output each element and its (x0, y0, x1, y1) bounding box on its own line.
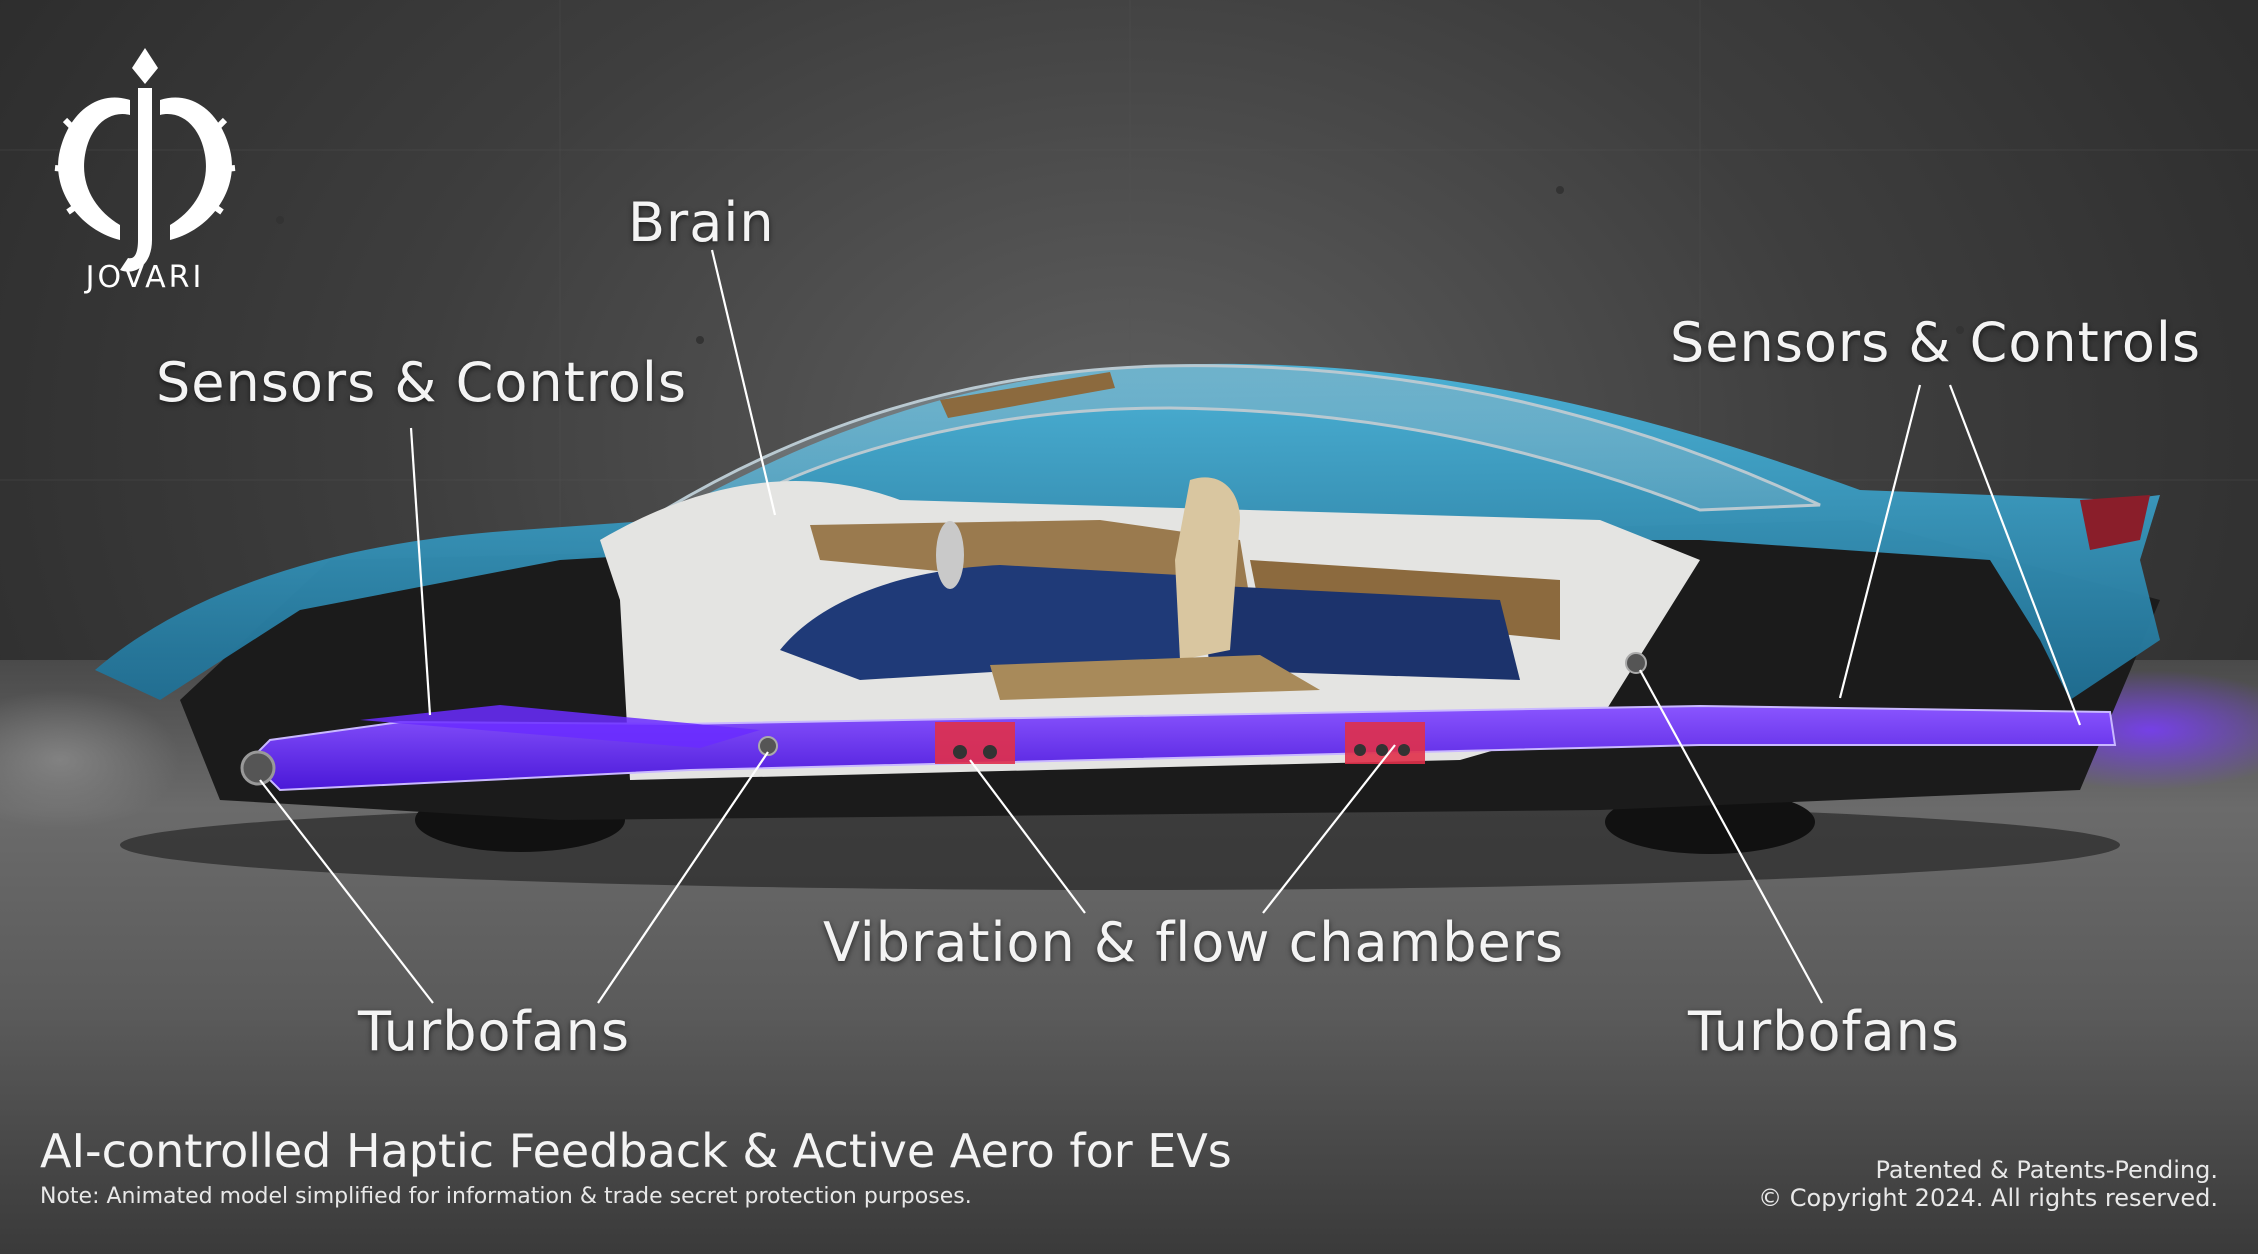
purple-channel-branch (360, 705, 760, 748)
callout-vibration-flow-chambers: Vibration & flow chambers (823, 911, 1565, 974)
leader-vibration-a (969, 759, 1086, 914)
leader-vibration-b (1262, 744, 1396, 914)
leader-turbofans-right (1639, 669, 1823, 1004)
chamber-2-dot-b (1376, 744, 1388, 756)
brand-name: JOVARI (85, 260, 205, 295)
glass-canopy (634, 364, 1821, 527)
leader-sensors-right-a (1838, 384, 1922, 699)
chamber-2-dot-c (1398, 744, 1410, 756)
wood-visor (940, 372, 1115, 418)
callout-turbofans-right: Turbofans (1688, 1000, 1960, 1063)
copyright-notice: © Copyright 2024. All rights reserved. (1758, 1184, 2218, 1212)
leader-sensors-left (409, 427, 432, 716)
driver-seat-back (1175, 477, 1240, 660)
leader-brain (710, 249, 777, 516)
callout-sensors-controls-right: Sensors & Controls (1670, 311, 2201, 374)
left-smoke (0, 690, 180, 830)
callout-sensors-controls-left: Sensors & Controls (156, 351, 687, 414)
chamber-2-dot-a (1354, 744, 1366, 756)
callout-turbofans-left: Turbofans (358, 1000, 630, 1063)
turbofan-node-mid (758, 736, 778, 756)
headline: AI-controlled Haptic Feedback & Active A… (40, 1124, 1232, 1178)
disclaimer-note: Note: Animated model simplified for info… (40, 1184, 972, 1209)
blue-quilted-seat-front (780, 565, 1190, 680)
patent-notice: Patented & Patents-Pending. (1875, 1156, 2218, 1184)
blue-quilted-seat-rear (1200, 585, 1520, 680)
leader-sensors-right-b (1948, 384, 2082, 726)
turbofan-node-right (1625, 652, 1647, 674)
chamber-1-dot-a (953, 745, 967, 759)
steering-wheel (936, 521, 964, 589)
callout-brain: Brain (628, 191, 775, 254)
turbofan-node-left (240, 750, 276, 786)
leader-turbofans-left-a (259, 779, 434, 1004)
chamber-1-dot-b (983, 745, 997, 759)
wood-floor-tray (990, 655, 1320, 700)
concrete-wall (0, 0, 2258, 660)
rear-light (2080, 495, 2150, 550)
vibration-chamber-1 (935, 722, 1015, 764)
leader-turbofans-left-b (597, 751, 769, 1004)
jovari-lion-logo-icon (54, 48, 236, 272)
